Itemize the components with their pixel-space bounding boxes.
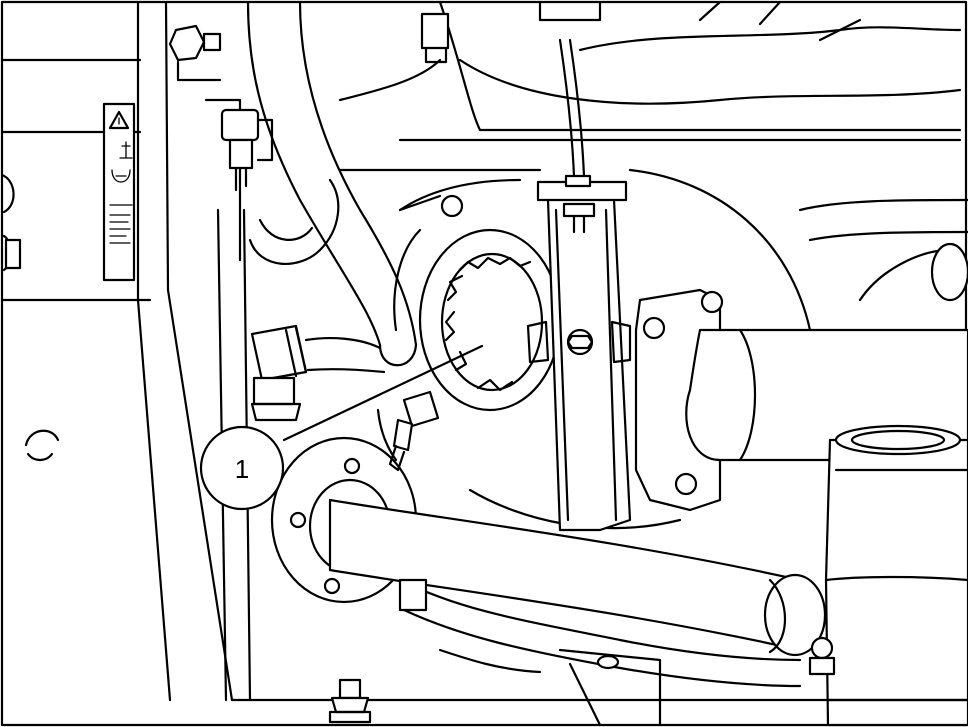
upper-hose — [246, 0, 418, 367]
sensor-connector — [220, 108, 274, 192]
lower-right-fitting — [808, 636, 836, 676]
callout-1: 1 — [199, 344, 484, 511]
warning-decal — [102, 102, 136, 282]
callout-circle — [199, 425, 285, 511]
mating-interface-bore — [418, 228, 562, 412]
left-side-panel — [0, 0, 234, 702]
adjustment-rod — [558, 38, 596, 234]
vertical-bracket — [526, 180, 632, 532]
callout-leader-line — [282, 344, 484, 442]
right-cylinder — [824, 424, 968, 727]
upper-right-hoses — [798, 198, 968, 302]
callout-label: 1 — [235, 454, 249, 484]
bottom-bolt — [328, 678, 372, 724]
left-hose-fitting — [250, 324, 386, 422]
lower-pipe — [328, 498, 827, 657]
lower-return-hose — [398, 578, 802, 688]
top-bolt — [168, 24, 222, 82]
cover-bolts — [420, 0, 602, 64]
speed-sensor — [376, 390, 440, 472]
panel-cutout-arc — [24, 429, 60, 462]
